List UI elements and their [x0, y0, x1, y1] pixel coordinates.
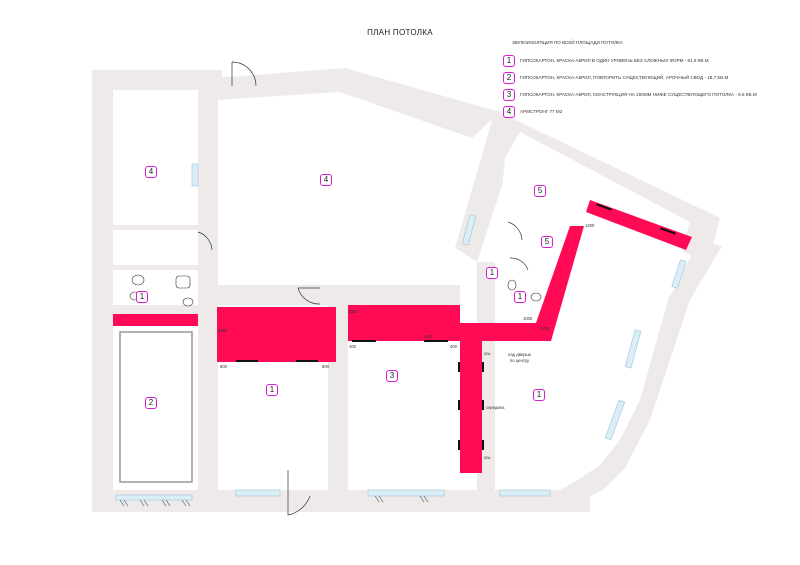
door-mid — [297, 287, 321, 305]
legend-text: ГИПСОКАРТОН, КРАСКА-АКРИЛ, КОНСТРУКЦИЯ Н… — [520, 92, 757, 97]
room-badge-wc-right: 1 — [514, 291, 526, 303]
note-label: над дверью — [508, 352, 531, 357]
dim-label: 1000 — [348, 309, 358, 314]
inner-wall-h4 — [113, 305, 198, 314]
window-6 — [604, 399, 626, 441]
legend-item: 4 АРМСТРОНГ 77 М2 — [503, 104, 793, 119]
bulkhead-top-right — [586, 200, 692, 250]
outer-wall-top — [215, 68, 500, 138]
room-badge-corridor: 1 — [486, 267, 498, 279]
inner-wall-h3 — [113, 265, 198, 270]
dim-label: 800 — [220, 364, 227, 369]
bulkhead-1-left — [217, 307, 336, 362]
door-right-2 — [509, 257, 529, 271]
room-badge-lower-mid: 3 — [386, 370, 398, 382]
room-badge-right-top: 5 — [534, 185, 546, 197]
inner-wall-v1 — [198, 90, 218, 512]
outer-wall-top-left — [92, 70, 222, 90]
dim-label: 2000 — [218, 328, 228, 333]
window-5 — [624, 329, 642, 369]
outer-wall-bottom — [113, 490, 590, 512]
window-9 — [461, 214, 477, 246]
dim-label: 800 — [322, 364, 329, 369]
bulkhead-3-top — [348, 305, 460, 341]
window-1 — [235, 489, 281, 497]
room-badge-left-top: 4 — [145, 166, 157, 178]
room-badge-right-mid: 5 — [541, 236, 553, 248]
sink-1 — [131, 274, 145, 286]
legend-item: 1 ГИПСОКАРТОН, КРАСКА-АКРИЛ В ОДИН УРОВЕ… — [503, 53, 793, 68]
legend-badge: 1 — [503, 54, 515, 67]
legend-text: АРМСТРОНГ 77 М2 — [520, 109, 563, 114]
outer-wall-right-lower — [560, 240, 722, 510]
note-label: середина — [486, 405, 505, 410]
door-wc — [197, 231, 213, 251]
legend-item: 3 ГИПСОКАРТОН, КРАСКА-АКРИЛ, КОНСТРУКЦИЯ… — [503, 87, 793, 102]
room-badge-arch: 2 — [145, 397, 157, 409]
room-badge-lower-left: 1 — [266, 384, 278, 396]
legend-header: ЗВУКОИЗОЛЯЦИЯ ПО ВСЕЙ ПЛОЩАДИ ПОТОЛКА — [512, 40, 623, 45]
window-7 — [671, 259, 687, 289]
inner-wall-h2 — [113, 225, 198, 230]
dim-label: 400 — [425, 334, 432, 339]
legend-badge: 3 — [503, 88, 515, 101]
inner-wall-h1 — [218, 285, 460, 305]
bulkhead-vertical — [460, 341, 482, 473]
sink-3 — [507, 279, 517, 291]
windows — [115, 163, 687, 501]
legend-item: 2 ГИПСОКАРТОН, КРАСКА-АКРИЛ, ПОВТОРИТЬ С… — [503, 70, 793, 85]
axis-label: ось — [484, 455, 491, 460]
doors — [197, 61, 529, 516]
room-badge-main-top: 4 — [320, 174, 332, 186]
window-2 — [367, 489, 445, 497]
bulkhead-cross — [458, 323, 538, 341]
page-title: ПЛАН ПОТОЛКА — [367, 28, 433, 37]
axis-label: ось — [484, 351, 491, 356]
legend: ЗВУКОИЗОЛЯЦИЯ ПО ВСЕЙ ПЛОЩАДИ ПОТОЛКА 1 … — [503, 40, 793, 121]
window-hatching — [119, 495, 429, 507]
light-marks — [236, 203, 676, 450]
window-4 — [499, 489, 551, 497]
dim-label: 400 — [450, 344, 457, 349]
window-8 — [191, 163, 199, 187]
door-bottom — [287, 470, 311, 516]
dim-label: 1000 — [523, 316, 533, 321]
legend-badge: 2 — [503, 71, 515, 84]
note-label: по центру — [510, 358, 530, 363]
bulkhead-diagonal — [536, 226, 584, 341]
door-right-1 — [507, 221, 523, 241]
dim-label: 1200 — [585, 223, 595, 228]
toilet-3 — [530, 292, 542, 302]
legend-text: ГИПСОКАРТОН, КРАСКА-АКРИЛ, ПОВТОРИТЬ СУЩ… — [520, 75, 729, 80]
room-badge-lower-right: 1 — [533, 389, 545, 401]
door-top — [231, 61, 257, 87]
arch-vault-outline — [119, 331, 193, 483]
bulkhead-2 — [113, 314, 198, 326]
fixtures — [129, 274, 542, 307]
toilet-2 — [182, 297, 194, 307]
dim-label: 1200 — [540, 326, 550, 331]
room-badge-wc: 1 — [136, 291, 148, 303]
legend-badge: 4 — [503, 105, 515, 118]
legend-text: ГИПСОКАРТОН, КРАСКА-АКРИЛ В ОДИН УРОВЕНЬ… — [520, 58, 709, 63]
outer-wall-left — [92, 70, 113, 512]
bulkheads — [113, 200, 692, 473]
toilet-1 — [175, 275, 191, 289]
window-3 — [115, 494, 193, 501]
dim-label: 400 — [349, 344, 356, 349]
